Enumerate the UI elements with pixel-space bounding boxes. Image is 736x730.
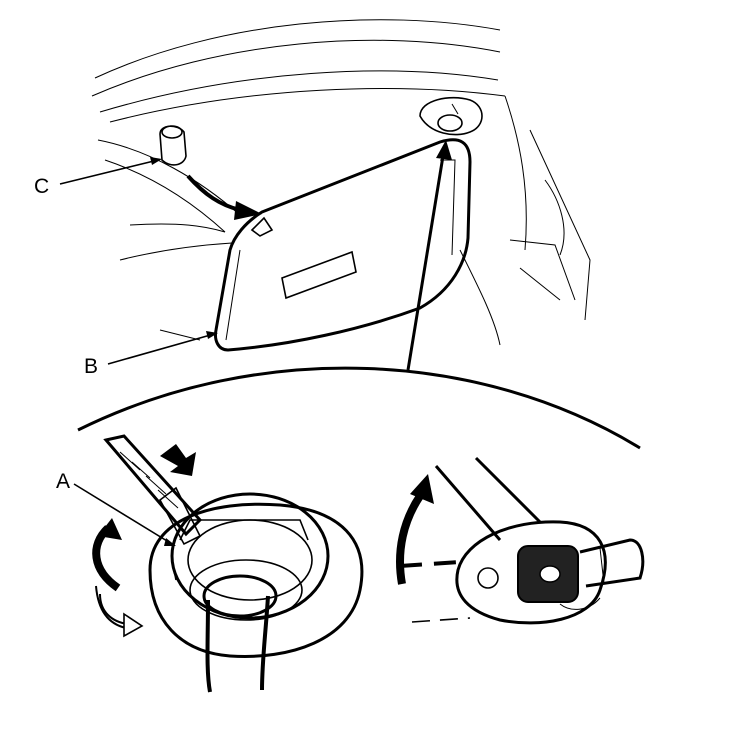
label-b: B xyxy=(84,355,98,378)
headliner-outline xyxy=(91,19,591,346)
label-a: A xyxy=(56,470,70,493)
screwdriver-tool xyxy=(103,434,203,546)
visor-mount-bracket xyxy=(419,96,483,136)
bracket-rotated-detail xyxy=(399,456,645,625)
mount-base-detail xyxy=(148,492,364,693)
rotate-arrow-lower xyxy=(95,585,144,638)
rotate-arrow-upper xyxy=(92,518,122,592)
detail-boundary-arc xyxy=(77,366,641,450)
sun-visor xyxy=(214,138,472,352)
visor-clip xyxy=(159,125,187,166)
leader-c xyxy=(59,159,159,185)
leader-a xyxy=(73,483,173,545)
detail-callout-leader xyxy=(406,140,452,371)
push-arrow xyxy=(160,444,196,476)
label-c: C xyxy=(34,175,49,198)
rotate-arrow-right xyxy=(396,474,434,585)
leader-b xyxy=(107,333,215,365)
install-arrow-clip xyxy=(186,174,262,220)
